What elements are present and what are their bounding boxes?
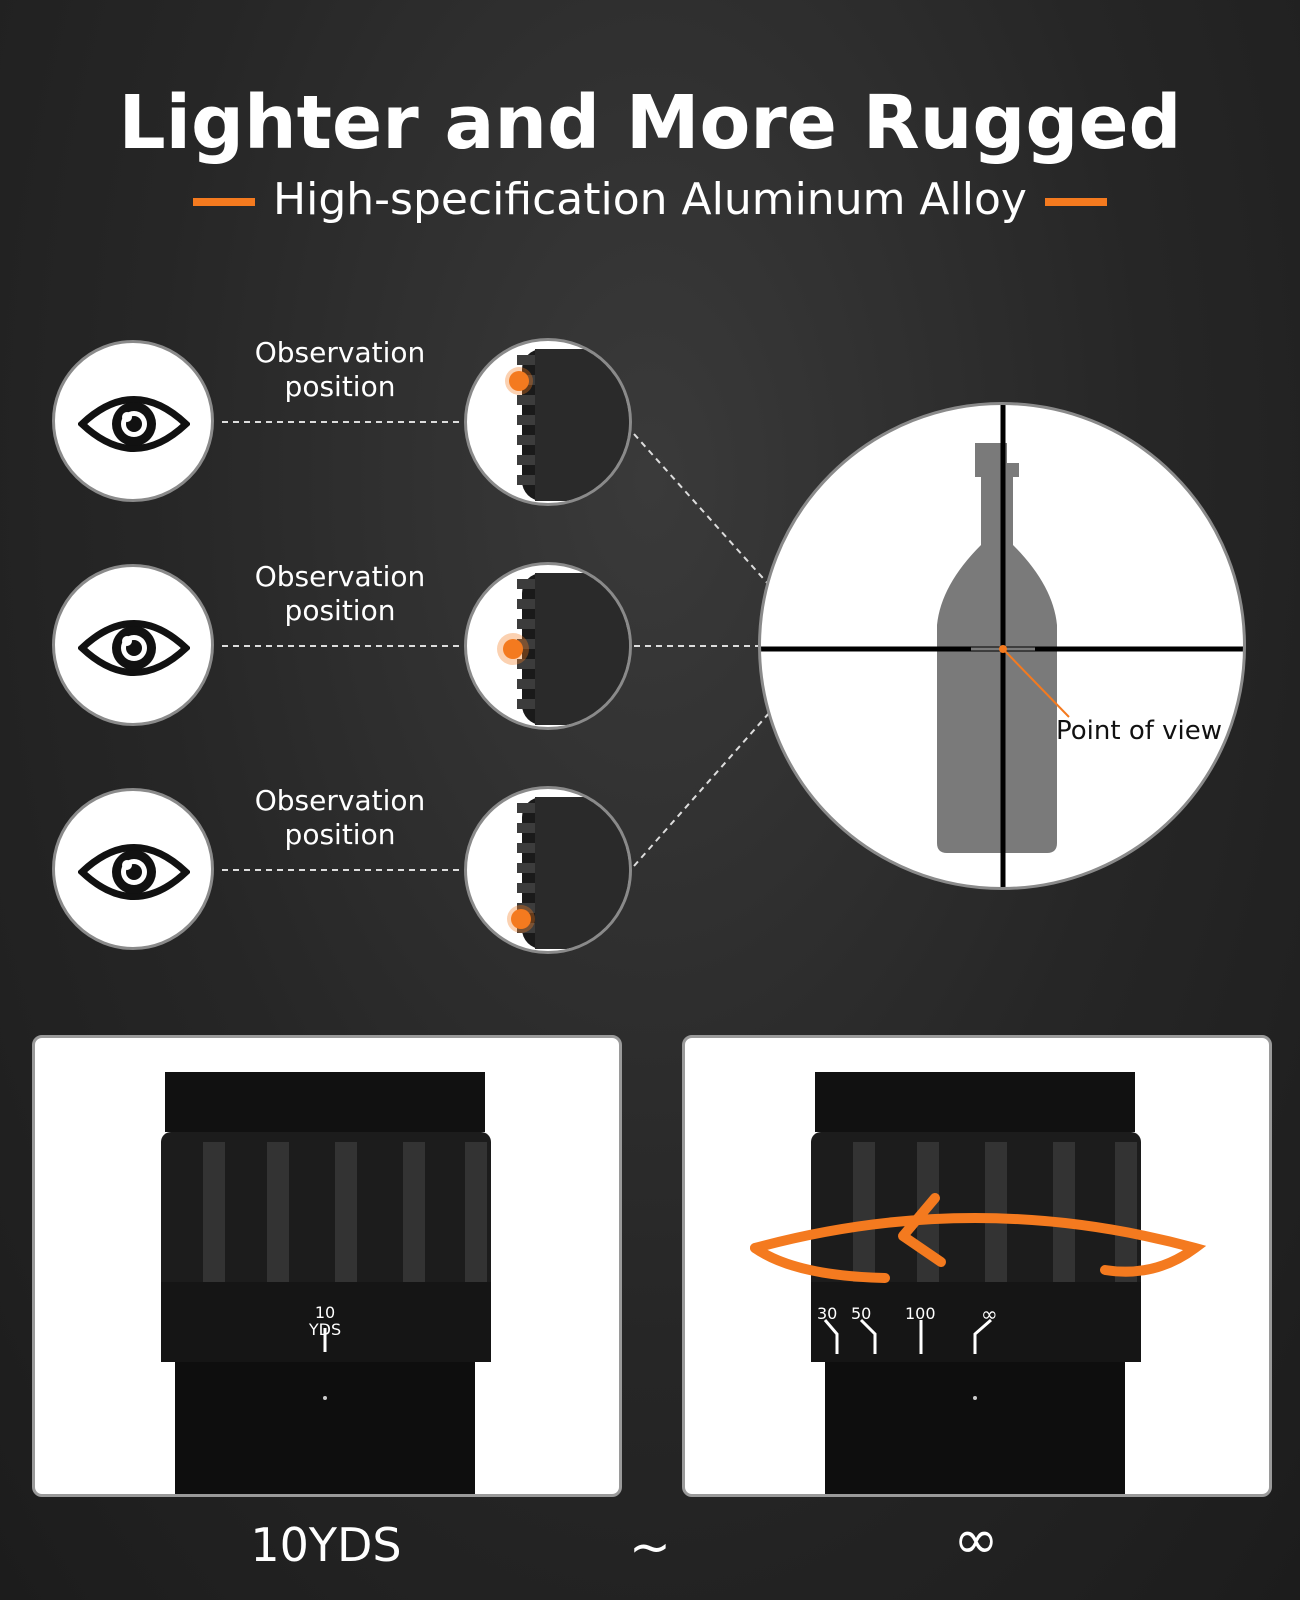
reticle-view [758,402,1246,890]
page-subtitle: High-specification Aluminum Alloy [0,170,1300,230]
scope-circle-2 [464,562,632,730]
dial-mark-infinity: ∞ [981,1302,998,1326]
dial-mark-100: 100 [905,1304,936,1323]
label-line2: position [284,370,396,403]
scope-turret-illustration [750,1072,1207,1494]
scope-side-illustration [505,349,629,501]
label-line1: Observation [254,336,426,369]
focus-panel-far: 30 50 100 ∞ [682,1035,1272,1497]
eye-circle-1 [52,340,214,502]
eye-icon [78,396,190,452]
observation-label-1: Observation position [220,336,460,404]
subtitle-text: High-specification Aluminum Alloy [273,174,1027,225]
eye-icon [78,844,190,900]
scope-circle-1 [464,338,632,506]
scope-turret-illustration [161,1072,491,1494]
focus-panel-near: 10 YDS [32,1035,622,1497]
accent-bar-left [193,198,256,206]
dial-mark-10yds: 10 YDS [293,1304,357,1338]
range-separator: ~ [629,1518,671,1576]
label-line2: position [284,594,396,627]
label-line1: Observation [254,784,426,817]
dial-mark-30: 30 [817,1304,838,1323]
label-line1: Observation [254,560,426,593]
scope-side-illustration [497,573,629,725]
page-title: Lighter and More Rugged [118,80,1182,166]
dial-number: 10 [314,1303,336,1322]
reticle-illustration [761,405,1243,887]
dial-mark-50: 50 [851,1304,872,1323]
scope-side-illustration [507,797,629,949]
dial-mark-row: 30 50 100 ∞ [813,1302,1013,1328]
observation-label-3: Observation position [220,784,460,852]
point-of-view-label: Point of view [1056,716,1223,746]
range-start-label: 10YDS [250,1518,402,1572]
eye-circle-2 [52,564,214,726]
label-line2: position [284,818,396,851]
scope-circle-3 [464,786,632,954]
eye-circle-3 [52,788,214,950]
observation-label-2: Observation position [220,560,460,628]
rotate-arrow-icon [750,1213,1207,1277]
dial-unit: YDS [308,1320,342,1339]
range-end-label: ∞ [953,1508,999,1571]
accent-bar-right [1044,198,1107,206]
eye-icon [78,620,190,676]
